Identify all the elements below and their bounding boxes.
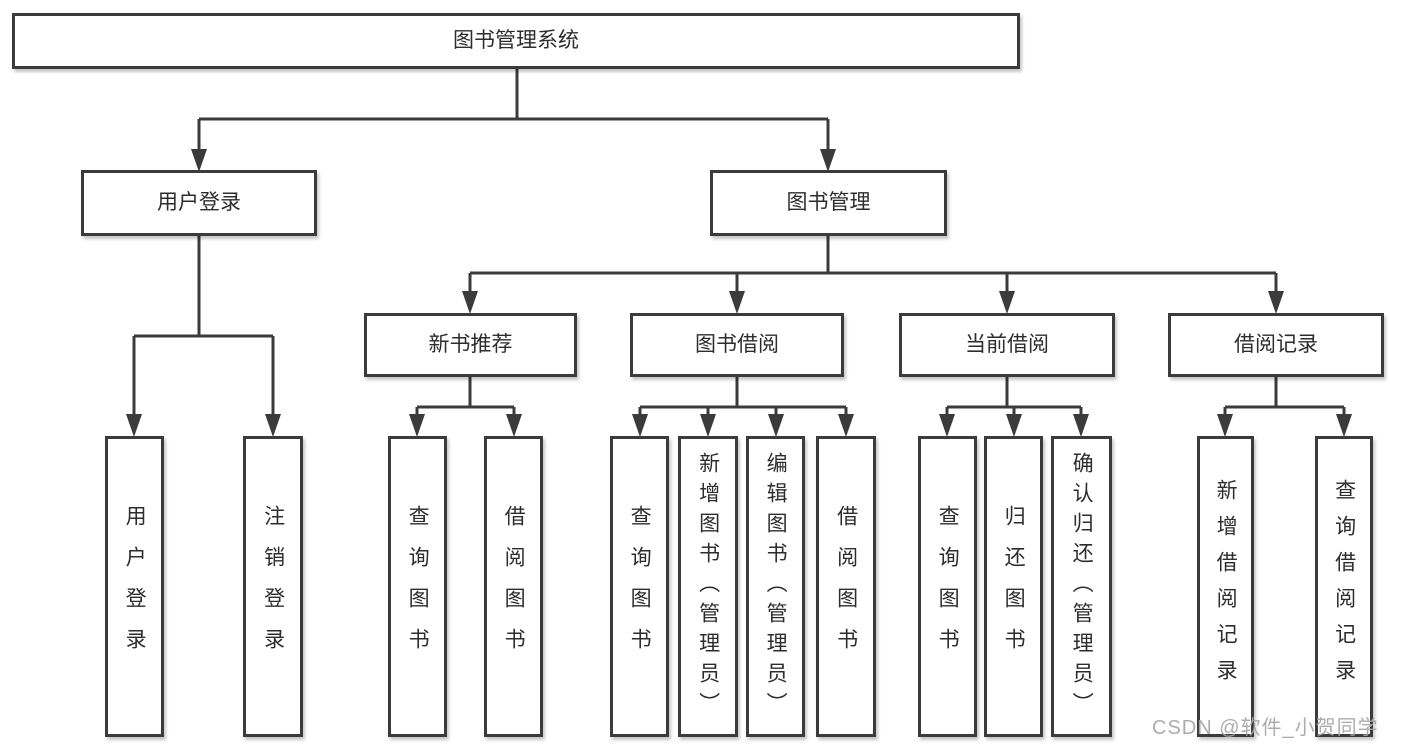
leaf-borrowing-borrow-books: 借阅图书 (816, 436, 876, 737)
leaf-current-query-books: 查询图书 (918, 436, 977, 737)
leaf-records-add-borrow-record: 新增借阅记录 (1197, 436, 1254, 737)
node-book-management: 图书管理 (710, 170, 947, 236)
leaf-records-query-borrow-record: 查询借阅记录 (1315, 436, 1373, 737)
node-user-login: 用户登录 (81, 170, 317, 236)
leaf-recommend-borrow-books: 借阅图书 (484, 436, 543, 737)
node-book-borrowing: 图书借阅 (630, 313, 844, 377)
leaf-recommend-query-books: 查询图书 (388, 436, 447, 737)
leaf-borrowing-add-books-admin: 新增图书（管理员） (678, 436, 738, 737)
csdn-watermark: CSDN @软件_小贺同学 (1152, 717, 1379, 739)
node-root-library-management-system: 图书管理系统 (12, 13, 1020, 69)
leaf-logout: 注销登录 (243, 436, 303, 737)
node-current-borrowing: 当前借阅 (899, 313, 1115, 377)
leaf-borrowing-query-books: 查询图书 (610, 436, 669, 737)
leaf-current-return-books: 归还图书 (984, 436, 1043, 737)
node-borrow-records: 借阅记录 (1168, 313, 1384, 377)
leaf-current-confirm-return-admin: 确认归还（管理员） (1051, 436, 1112, 737)
leaf-user-login: 用户登录 (105, 436, 164, 737)
leaf-borrowing-edit-books-admin: 编辑图书（管理员） (746, 436, 805, 737)
node-new-book-recommend: 新书推荐 (364, 313, 577, 377)
